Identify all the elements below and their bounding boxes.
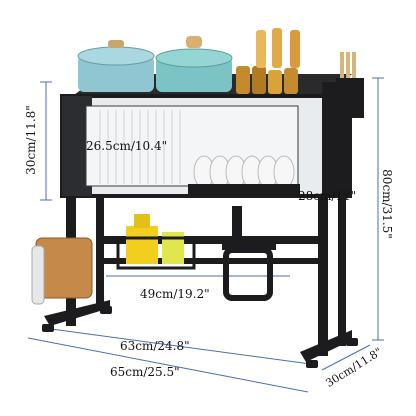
shelf-height-label: 30cm/11.8" [23, 105, 38, 175]
total-height-label: 80cm/31.5" [379, 169, 394, 239]
side-depth-label: 28cm/11" [298, 189, 357, 203]
inner-shelf-depth-label: 26.5cm/10.4" [86, 139, 168, 153]
dimension-lines [27, 77, 384, 393]
inner-span-label: 49cm/19.2" [140, 287, 210, 301]
outer-width-label: 65cm/25.5" [110, 365, 180, 379]
plates [188, 155, 300, 194]
hanging-basket [116, 214, 196, 270]
spice-jars [236, 28, 300, 94]
cup-holder [222, 206, 276, 301]
dish-rack-tines [99, 110, 181, 184]
feet [42, 306, 358, 368]
cutting-board [31, 237, 93, 305]
cooking-pots [77, 36, 233, 92]
utensil-holder [336, 52, 364, 118]
inner-width-label: 63cm/24.8" [120, 339, 190, 353]
